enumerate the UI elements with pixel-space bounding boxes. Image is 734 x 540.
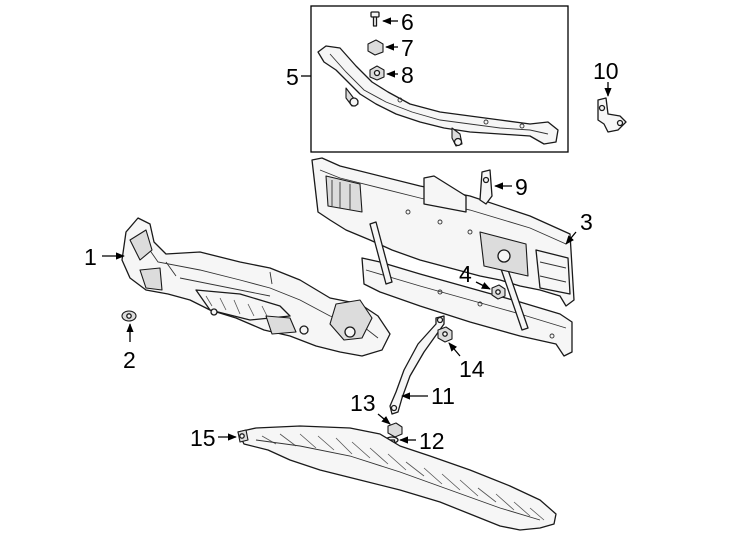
bolt-6 <box>370 11 380 27</box>
callout-1: 1 <box>84 244 97 270</box>
callout-7: 7 <box>401 35 414 61</box>
bracket-9 <box>479 169 493 205</box>
clip-13 <box>387 422 403 438</box>
callout-10: 10 <box>593 58 619 84</box>
callout-4: 4 <box>459 261 472 287</box>
callout-11: 11 <box>431 383 455 409</box>
leader-14 <box>448 342 461 357</box>
callout-5: 5 <box>286 64 299 90</box>
callout-15: 15 <box>190 425 216 451</box>
lower-support <box>121 217 391 357</box>
callout-13: 13 <box>350 390 376 416</box>
push-pin-2 <box>121 310 137 322</box>
inset-box <box>310 5 569 153</box>
callout-2: 2 <box>123 347 136 373</box>
leader-4 <box>475 281 491 290</box>
clip-7 <box>367 39 384 56</box>
nut-8 <box>369 65 385 81</box>
bracket-10 <box>597 97 627 133</box>
callout-6: 6 <box>401 9 414 35</box>
callout-14: 14 <box>459 356 485 382</box>
callout-9: 9 <box>515 174 528 200</box>
callout-8: 8 <box>401 62 414 88</box>
leader-3 <box>565 231 577 245</box>
nut-14 <box>437 326 453 343</box>
bolt-4 <box>491 284 506 300</box>
upper-tie-bar <box>317 45 559 147</box>
radiator-support <box>311 157 575 357</box>
leader-13 <box>377 413 391 425</box>
splash-shield-15 <box>237 425 557 531</box>
callout-3: 3 <box>580 209 593 235</box>
callout-12: 12 <box>419 428 445 454</box>
